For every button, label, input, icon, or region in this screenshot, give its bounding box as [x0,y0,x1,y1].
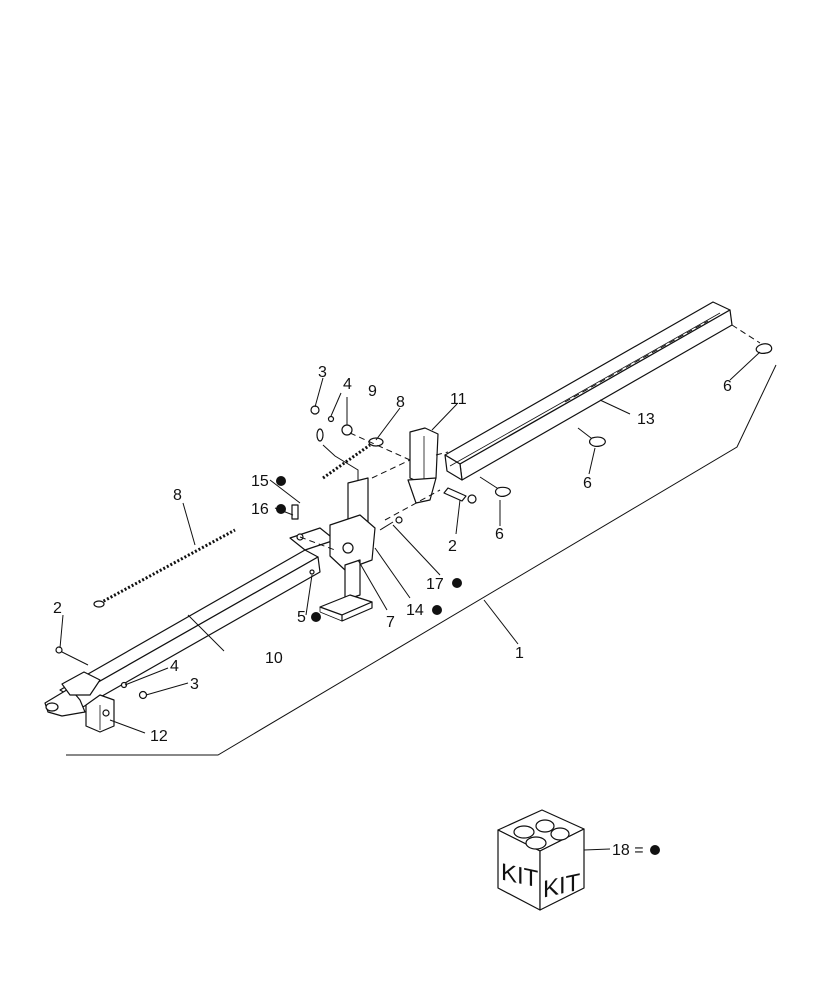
leader-lines [59,351,761,734]
callout-4-top: 4 [343,376,352,393]
callout-1: 1 [515,645,524,662]
kit-fitting-icon-2 [535,819,555,833]
callout-15: 15 [251,473,269,490]
callout-9: 9 [368,383,377,400]
hardware-parts [55,343,773,700]
kit-legend: 18 = [612,842,644,859]
jack-part [316,428,376,622]
kit-marker-16 [276,504,286,514]
callout-8-left: 8 [173,487,182,504]
kit-fitting-icon-4 [525,836,547,850]
long-tube-part [444,301,761,481]
callout-8-right: 8 [396,394,405,411]
callout-6-middle: 6 [583,475,592,492]
kit-box: KIT KIT 18 = [497,809,660,911]
kit-marker-5 [311,612,321,622]
callout-3-bottom: 3 [190,676,199,693]
callout-7: 7 [386,614,395,631]
callout-12: 12 [150,728,168,745]
kit-marker-15 [276,476,286,486]
callout-2-left: 2 [53,600,62,617]
callout-4-bottom: 4 [170,658,179,675]
kit-marker-14 [432,605,442,615]
bracket-part [85,694,115,733]
callout-14: 14 [406,602,424,619]
assembly-guides [299,432,449,551]
callout-16: 16 [251,501,269,518]
kit-fitting-icon-3 [550,827,570,841]
kit-fitting-icon [513,825,535,839]
callout-6-right: 6 [723,378,732,395]
tongue-tube-part [44,527,336,717]
callout-labels: 1 2 2 3 3 4 4 5 6 6 6 7 8 8 9 10 11 12 1… [53,364,732,745]
callout-6-left: 6 [495,526,504,543]
callout-17: 17 [426,576,444,593]
adapter-part [407,427,439,504]
kit-legend-marker [650,845,660,855]
chain-left-part [93,528,236,608]
kit-marker-17 [452,578,462,588]
callout-3-top: 3 [318,364,327,381]
callout-5: 5 [297,609,306,626]
callout-10: 10 [265,650,283,667]
callout-13: 13 [637,411,655,428]
assembly-bracket [66,364,777,756]
callout-11: 11 [450,391,467,408]
chain-right-part [322,437,384,480]
callout-2-top: 2 [448,538,457,555]
